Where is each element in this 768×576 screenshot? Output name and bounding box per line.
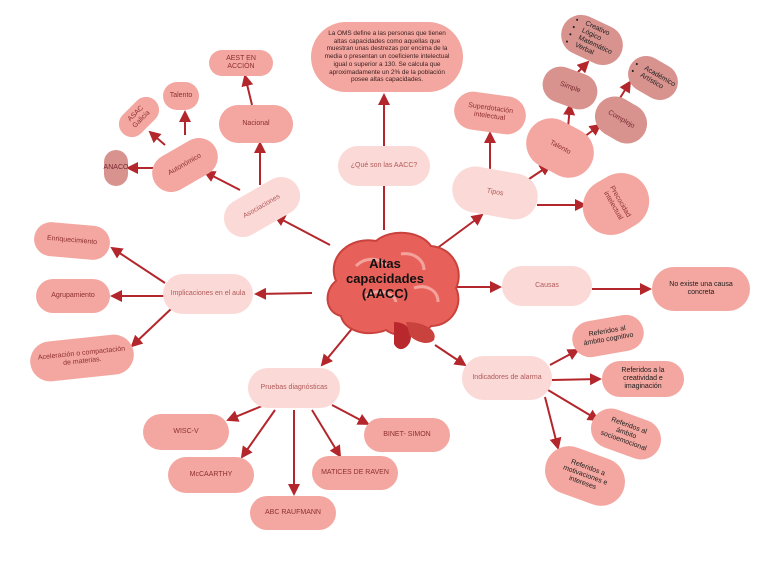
- arrow-to-indicadores: [434, 344, 467, 367]
- arrow-to-pruebas: [320, 324, 356, 367]
- central-line1: Altas: [369, 256, 401, 271]
- arrow-to-simple-list: [576, 60, 590, 74]
- arrow-to-enriquecimiento: [110, 246, 166, 284]
- arrow-to-motivaciones: [544, 396, 562, 450]
- node-indicadores[interactable]: Indicadores de alarma: [462, 356, 552, 400]
- arrow-to-matices: [311, 409, 342, 458]
- node-agrupamiento[interactable]: Agrupamiento: [36, 279, 110, 313]
- brain-icon: [326, 231, 460, 350]
- node-binet-simon[interactable]: BINET- SIMON: [364, 418, 450, 452]
- node-que-son[interactable]: ¿Qué son las AACC?: [338, 146, 430, 186]
- arrow-to-asociaciones: [273, 215, 331, 246]
- arrow-to-cognitivo: [549, 349, 580, 366]
- arrow-to-socioemocional: [547, 389, 600, 422]
- central-title: Altas capacidades (AACC): [330, 256, 440, 302]
- node-wisc[interactable]: WISC-V: [143, 414, 229, 450]
- arrow-to-binet: [331, 404, 370, 425]
- node-creatividad[interactable]: Referidos a la creatividad e imaginación: [602, 361, 684, 397]
- central-line3: (AACC): [361, 285, 409, 301]
- arrow-to-tipos: [431, 213, 484, 253]
- arrow-to-asac: [148, 130, 166, 146]
- node-matices-raven[interactable]: MATICES DE RAVEN: [312, 456, 398, 490]
- arrow-to-aest: [241, 74, 254, 106]
- node-aest-en-accion[interactable]: AEST EN ACCIÓN: [209, 50, 273, 76]
- arrow-to-wisc: [226, 405, 263, 422]
- node-enriquecimiento[interactable]: Enriquecimiento: [32, 220, 112, 262]
- arrow-to-implicaciones: [254, 287, 313, 300]
- node-implicaciones[interactable]: Implicaciones en el aula: [163, 274, 253, 314]
- arrow-to-creatividad: [551, 373, 602, 386]
- arrow-to-aceleracion: [130, 307, 173, 348]
- node-abc-raufmann[interactable]: ABC RAUFMANN: [250, 496, 336, 530]
- node-no-existe[interactable]: No existe una causa concreta: [652, 267, 750, 311]
- node-talento-asociacion[interactable]: Talento: [163, 82, 199, 110]
- node-nacional[interactable]: Nacional: [219, 105, 293, 143]
- arrow-to-mccaarthy: [240, 409, 276, 459]
- node-pruebas[interactable]: Pruebas diagnósticas: [248, 368, 340, 408]
- arrow-to-autonomico: [203, 171, 241, 191]
- node-causas[interactable]: Causas: [502, 266, 592, 306]
- node-mccaarthy[interactable]: McCAARTHY: [168, 457, 254, 493]
- node-anaco[interactable]: ANACO: [104, 150, 128, 186]
- node-oms-definition[interactable]: La OMS define a las personas que tienen …: [311, 22, 463, 92]
- arrow-to-complejo-list: [619, 80, 632, 99]
- central-line2: capacidades: [345, 270, 425, 286]
